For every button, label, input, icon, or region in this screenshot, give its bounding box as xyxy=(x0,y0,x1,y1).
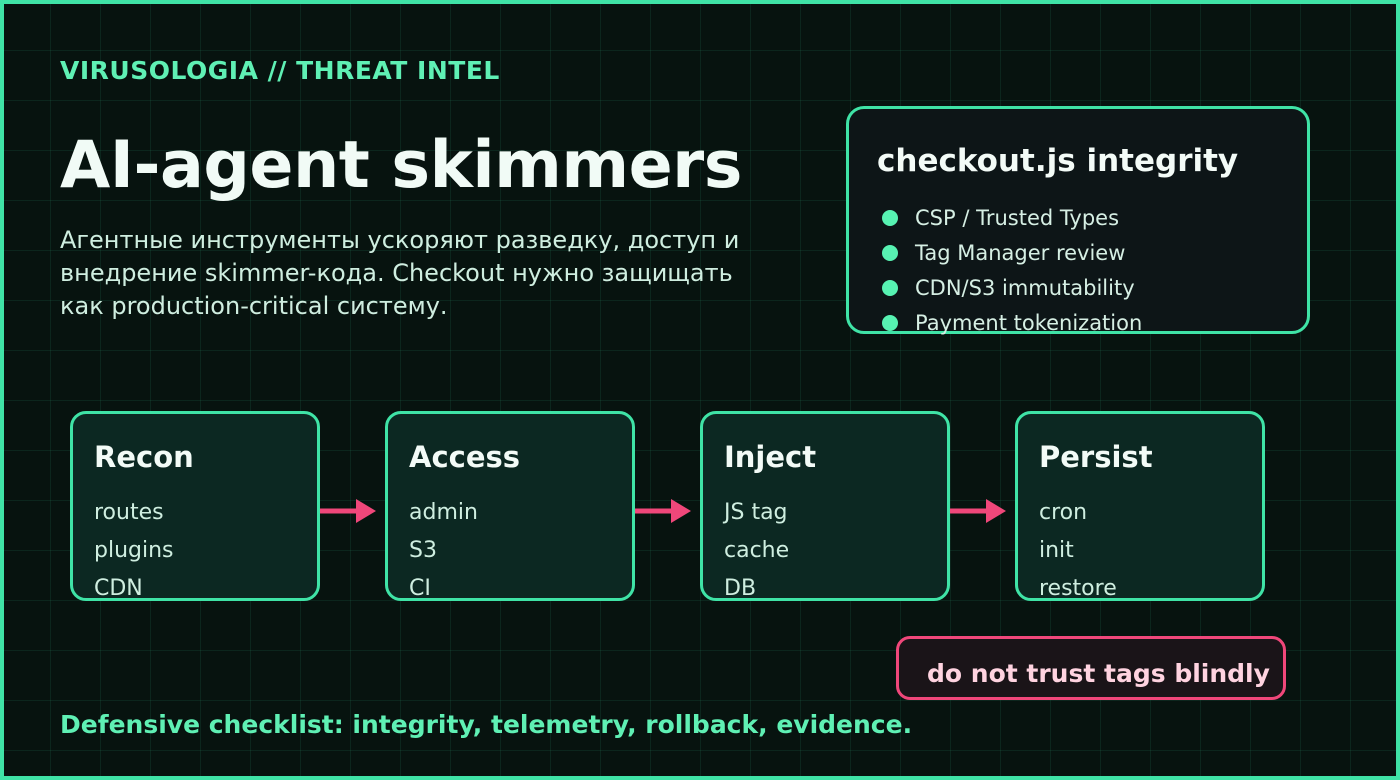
brand-label: VIRUSOLOGIA // THREAT INTEL xyxy=(60,56,500,85)
stage-item: CI xyxy=(409,576,431,601)
stage-item: cron xyxy=(1039,500,1088,525)
checklist-item-label: CDN/S3 immutability xyxy=(915,276,1135,300)
stage-title: Access xyxy=(409,440,521,474)
stage-item: restore xyxy=(1039,576,1117,601)
stage-recon: Recon routes plugins CDN xyxy=(70,411,320,601)
bullet-dot-icon xyxy=(882,315,898,331)
stage-item: init xyxy=(1039,538,1074,563)
stage-item: DB xyxy=(724,576,757,601)
stage-item: JS tag xyxy=(724,500,788,525)
flow-arrow-icon xyxy=(950,499,1006,523)
stage-persist: Persist cron init restore xyxy=(1015,411,1265,601)
stage-items: JS tag cache DB xyxy=(724,494,789,608)
stage-item: CDN xyxy=(94,576,143,601)
stage-item: cache xyxy=(724,538,790,563)
bullet-dot-icon xyxy=(882,280,898,296)
integrity-card: checkout.js integrity CSP / Trusted Type… xyxy=(846,106,1310,335)
stage-items: admin S3 CI xyxy=(409,494,478,608)
stage-title: Inject xyxy=(724,440,817,474)
stage-title: Persist xyxy=(1039,440,1153,474)
stage-access: Access admin S3 CI xyxy=(385,411,635,601)
warning-badge: do not trust tags blindly xyxy=(896,636,1286,700)
stage-title: Recon xyxy=(94,440,194,474)
stage-items: cron init restore xyxy=(1039,494,1117,608)
flow-arrow-icon xyxy=(320,499,376,523)
page-title: AI-agent skimmers xyxy=(60,128,742,203)
checklist-item: CSP / Trusted Types xyxy=(881,201,1142,236)
stage-inject: Inject JS tag cache DB xyxy=(700,411,950,601)
stage-item: S3 xyxy=(409,538,437,563)
checklist-item-label: Tag Manager review xyxy=(915,241,1126,265)
stage-item: admin xyxy=(409,500,478,525)
integrity-card-title: checkout.js integrity xyxy=(877,143,1239,179)
warning-text: do not trust tags blindly xyxy=(927,659,1270,688)
subtitle-text: Агентные инструменты ускоряют разведку, … xyxy=(60,226,740,320)
footer-checklist: Defensive checklist: integrity, telemetr… xyxy=(60,710,913,739)
stage-items: routes plugins CDN xyxy=(94,494,174,608)
integrity-checklist: CSP / Trusted Types Tag Manager review C… xyxy=(881,201,1142,341)
checklist-item-label: Payment tokenization xyxy=(915,311,1143,335)
flow-arrow-icon xyxy=(635,499,691,523)
checklist-item: CDN/S3 immutability xyxy=(881,271,1142,306)
checklist-item-label: CSP / Trusted Types xyxy=(915,206,1120,230)
bullet-dot-icon xyxy=(882,210,898,226)
checklist-item: Tag Manager review xyxy=(881,236,1142,271)
stage-item: routes xyxy=(94,500,164,525)
checklist-item: Payment tokenization xyxy=(881,306,1142,341)
stage-item: plugins xyxy=(94,538,174,563)
bullet-dot-icon xyxy=(882,245,898,261)
